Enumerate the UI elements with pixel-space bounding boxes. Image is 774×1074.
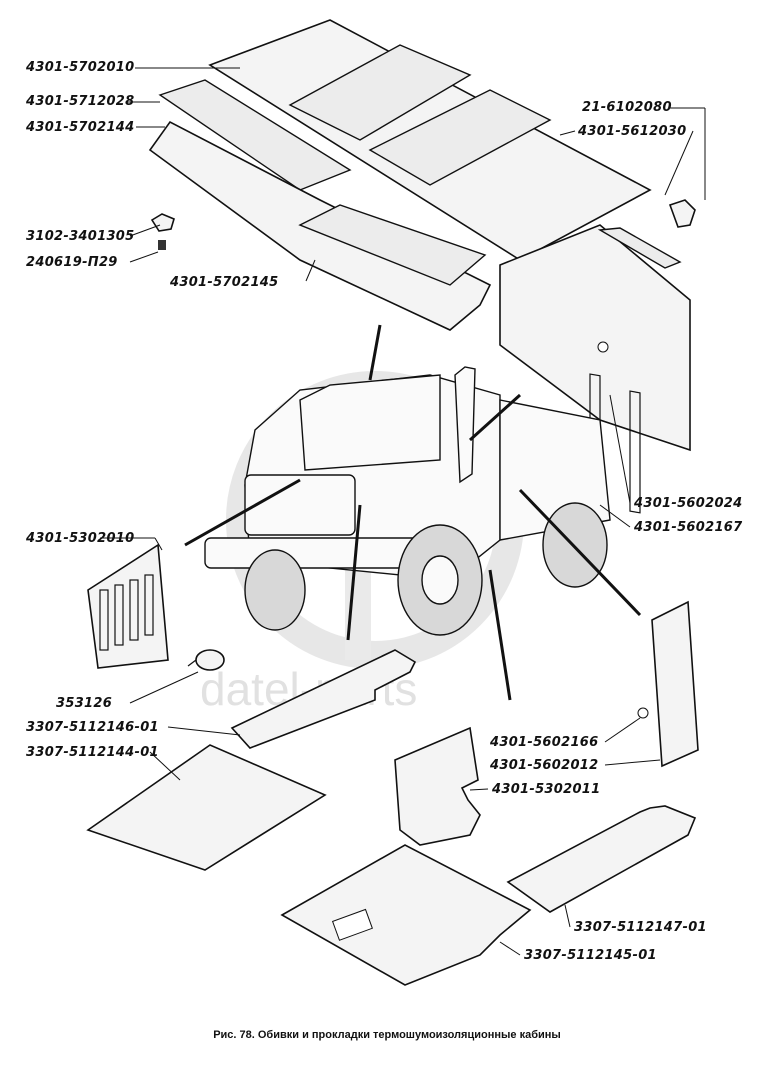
right-door-strip xyxy=(651,600,699,768)
label-353126: 353126 xyxy=(56,696,112,711)
handle-bracket xyxy=(668,199,696,228)
roof-trim-right xyxy=(298,204,487,286)
label-3102-3401305: 3102-3401305 xyxy=(26,229,135,244)
bolt xyxy=(158,240,166,250)
roof-strip xyxy=(158,79,352,191)
pointer-right-door xyxy=(518,488,642,617)
front-hub xyxy=(421,555,459,605)
plug-353126 xyxy=(187,649,225,671)
rear-wall-slot-2 xyxy=(629,390,641,514)
pointer-left-door xyxy=(184,478,301,547)
floor-mat-right xyxy=(280,844,532,986)
label-4301-5602166: 4301-5602166 xyxy=(489,735,599,750)
label-4301-5702144: 4301-5702144 xyxy=(25,120,135,135)
pointer-floor-left xyxy=(346,504,362,641)
left-wheel xyxy=(244,549,306,631)
left-door-panel xyxy=(87,543,169,669)
rear-wall-clip xyxy=(597,341,609,353)
rear-wheel xyxy=(542,502,608,588)
pointer-floor-right xyxy=(488,569,512,701)
roof-insert-rear xyxy=(368,89,552,186)
floor-strip-right xyxy=(506,805,697,913)
label-4301-5302010: 4301-5302010 xyxy=(25,531,135,546)
label-3307-5112145-01: 3307-5112145-01 xyxy=(524,948,657,963)
clip-nut xyxy=(150,213,175,232)
label-4301-5602024: 4301-5602024 xyxy=(633,496,743,511)
roof-insert-front xyxy=(288,44,472,141)
label-4301-5612030: 4301-5612030 xyxy=(577,124,687,139)
leader-lines xyxy=(100,67,706,956)
floor-mat-left xyxy=(86,744,327,871)
door-clip xyxy=(637,707,649,719)
label-240619-P29: 240619-П29 xyxy=(26,255,118,270)
figure-caption: Рис. 78. Обивки и прокладки термошумоизо… xyxy=(213,1029,561,1041)
label-4301-5712028: 4301-5712028 xyxy=(25,94,135,109)
label-4301-5302011: 4301-5302011 xyxy=(491,782,601,797)
truck-grille xyxy=(244,474,356,536)
label-3307-5112147-01: 3307-5112147-01 xyxy=(574,920,707,935)
label-4301-5602167: 4301-5602167 xyxy=(633,520,743,535)
roof-assembly xyxy=(148,19,696,514)
label-3307-5112146-01: 3307-5112146-01 xyxy=(26,720,159,735)
floor-strip-left xyxy=(230,649,417,749)
label-21-6102080: 21-6102080 xyxy=(582,100,672,115)
pointer-roof xyxy=(368,324,382,381)
label-3307-5112144-01: 3307-5112144-01 xyxy=(26,745,159,760)
right-door-panel-lower xyxy=(394,726,481,846)
truck-windshield xyxy=(299,374,441,471)
label-4301-5702145: 4301-5702145 xyxy=(169,275,279,290)
floor-mat-hatch xyxy=(331,908,373,941)
rear-wall-panel xyxy=(499,224,691,452)
exhaust-pipe xyxy=(454,366,476,484)
truck-bumper xyxy=(204,537,431,569)
label-4301-5602012: 4301-5602012 xyxy=(489,758,599,773)
rear-wall-top-strip xyxy=(597,227,682,269)
pointer-rear xyxy=(468,393,522,442)
label-4301-5702010: 4301-5702010 xyxy=(25,60,135,75)
truck-illustration xyxy=(204,366,611,636)
